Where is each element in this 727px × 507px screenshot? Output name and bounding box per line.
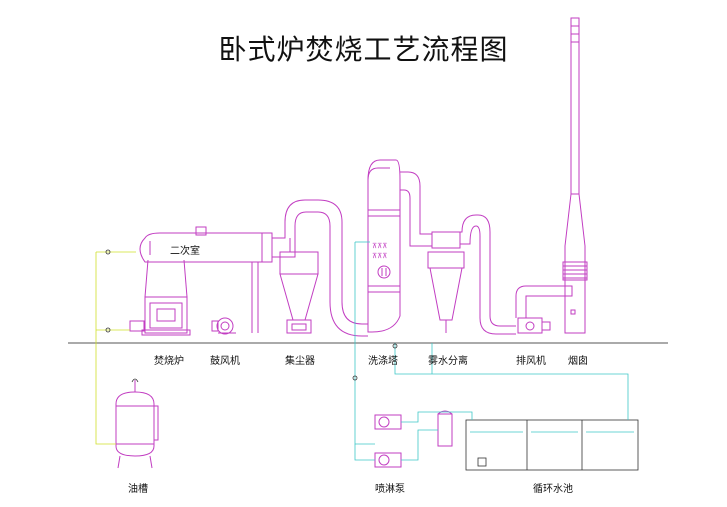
spray-pump-unit <box>374 410 453 468</box>
mist-separator-unit <box>427 214 516 335</box>
label-scrubber: 洗涤塔 <box>368 356 398 367</box>
label-chimney: 烟囱 <box>568 356 588 367</box>
label-mist-separator: 雾水分离 <box>428 356 468 367</box>
oil-line <box>95 252 116 445</box>
incinerator-unit <box>129 259 191 336</box>
secondary-chamber <box>139 226 273 333</box>
diagram-title: 卧式炉焚烧工艺流程图 <box>218 33 509 66</box>
label-spray-pump: 喷淋泵 <box>375 484 405 495</box>
label-exhaust-fan: 排风机 <box>516 356 546 367</box>
label-oil-tank: 油槽 <box>128 484 148 495</box>
exhaust-fan-unit <box>515 285 573 334</box>
label-blower: 鼓风机 <box>210 356 240 367</box>
svg-text:⊼⊼⊼: ⊼⊼⊼ <box>372 242 387 250</box>
svg-text:⊼⊼⊼: ⊼⊼⊼ <box>372 252 387 260</box>
label-circulation-pool: 循环水池 <box>533 484 573 495</box>
dust-collector-unit <box>272 199 368 337</box>
scrubber-tower: ⊼⊼⊼ ⊼⊼⊼ <box>367 159 432 333</box>
label-dust-collector: 集尘器 <box>285 356 315 367</box>
blower-unit <box>211 317 236 335</box>
label-secondary-chamber: 二次室 <box>170 246 200 257</box>
oil-tank-unit <box>115 378 159 469</box>
label-incinerator: 焚烧炉 <box>154 356 184 367</box>
chimney-unit <box>562 17 588 334</box>
circulation-pool-unit <box>465 419 639 471</box>
